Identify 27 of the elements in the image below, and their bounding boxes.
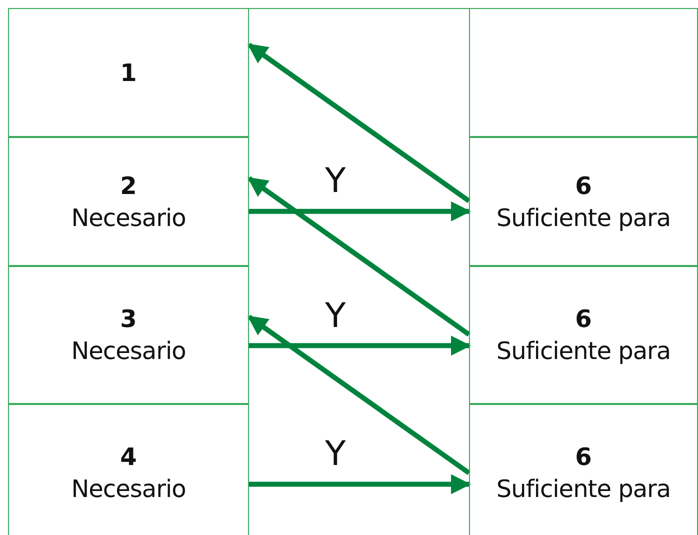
table-cell — [469, 403, 698, 535]
table-cell — [469, 136, 698, 267]
arrow — [249, 201, 471, 222]
arrow — [249, 336, 471, 356]
cell-text: Necesario — [71, 336, 186, 367]
cell-text: Necesario — [71, 202, 186, 234]
table-cell — [8, 8, 249, 138]
table-cell — [8, 265, 249, 405]
arrow — [247, 42, 470, 204]
cell-text: Suficiente para — [496, 336, 671, 367]
cell-text: Necesario — [71, 474, 186, 505]
table-cell — [469, 265, 698, 405]
arrow — [249, 474, 471, 494]
cell-text: Suficiente para — [496, 202, 671, 234]
table-cell — [8, 136, 249, 267]
row-number: 1 — [120, 58, 137, 89]
row-number: 2 — [120, 170, 137, 202]
cell-text: Suficiente para — [496, 474, 671, 505]
row-number: 6 — [575, 304, 592, 335]
table-cell — [469, 8, 698, 138]
table-cell — [8, 403, 249, 535]
row-number: 4 — [120, 442, 137, 473]
arrow — [247, 314, 470, 476]
row-number: 6 — [575, 442, 592, 473]
row-number: 3 — [120, 304, 137, 335]
row-number: 6 — [575, 170, 592, 202]
arrow — [247, 176, 470, 337]
